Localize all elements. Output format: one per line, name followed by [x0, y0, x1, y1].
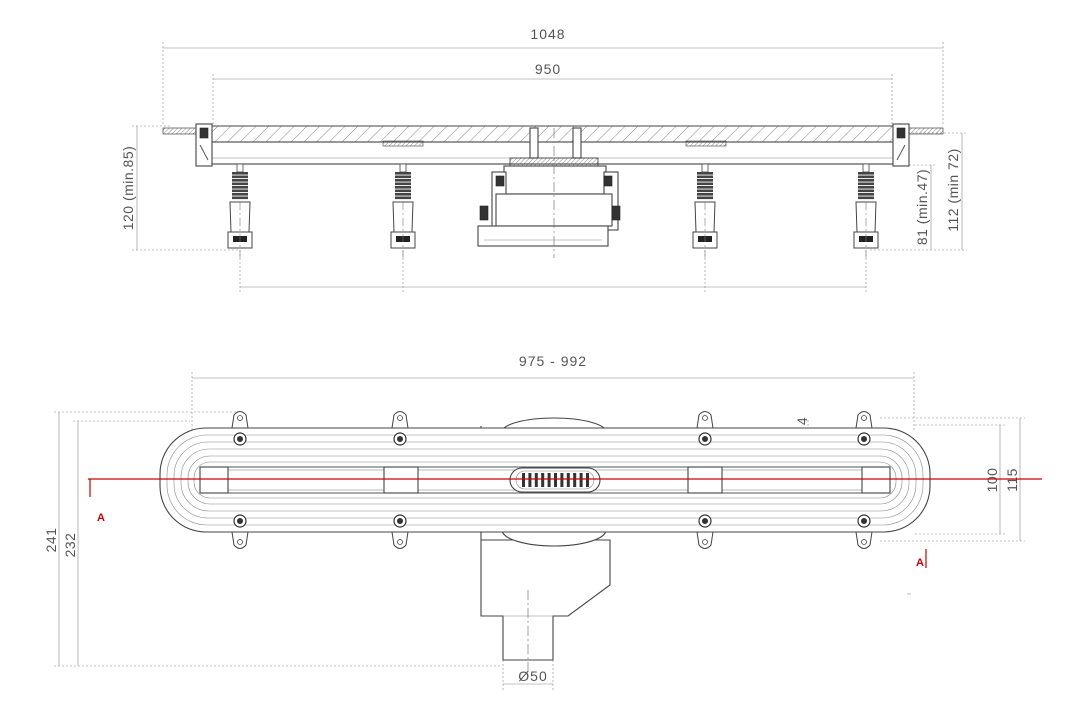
mounting-tabs [231, 411, 873, 549]
mounting-tab [855, 411, 873, 549]
screw-hole [393, 432, 407, 446]
dim-height-left-label: 120 (min.85) [120, 146, 136, 231]
drain-slot [547, 473, 551, 487]
screw-hole [233, 514, 247, 528]
dim-outer-width-label: 115 [1004, 468, 1020, 492]
dimension-outlet-diameter: Ø50 [502, 660, 554, 690]
dim-slot-label: 4 [794, 417, 810, 425]
section-marker-right: A [916, 557, 924, 569]
screw-hole [393, 514, 407, 528]
dim-outlet-diameter-label: Ø50 [518, 668, 547, 684]
screw-hole [698, 432, 712, 446]
dim-height-right-inner-label: 81 (min.47) [914, 169, 930, 245]
dimension-channel-width: 950 [212, 61, 893, 125]
mounting-tab [696, 411, 714, 549]
drain-slot [566, 473, 570, 487]
dim-total-height-inner-label: 232 [62, 533, 78, 558]
dimension-total-height: 241 232 [43, 411, 500, 667]
mounting-tab [231, 411, 249, 549]
drain-slot [534, 473, 538, 487]
dimension-total-width: 1048 [162, 26, 944, 125]
mounting-tab [391, 411, 409, 549]
support-bar-1 [382, 140, 424, 147]
screw-hole [857, 432, 871, 446]
section-line: A A [88, 478, 1042, 569]
adjustable-foot [227, 163, 253, 258]
left-end-cap [195, 123, 213, 167]
clamp-end-left [199, 466, 229, 494]
dim-adjustable-length-label: 975 - 992 [519, 353, 587, 369]
dim-height-right-outer-label: 112 (min 72) [945, 148, 961, 232]
outlet-siphon-side [477, 127, 621, 258]
drain-slot [528, 473, 532, 487]
dim-channel-width-label: 950 [535, 61, 561, 77]
dimension-feet-spacing [239, 250, 867, 292]
support-bar-2 [685, 140, 727, 147]
dimension-width-right: 100 115 [880, 417, 1025, 542]
clamp-end-right [861, 466, 891, 494]
screw-hole [698, 514, 712, 528]
drain-slot [522, 473, 525, 487]
drain-slot [573, 473, 577, 487]
drain-slot [554, 473, 557, 487]
dimension-adjustable-length: 975 - 992 [191, 353, 915, 430]
adjustable-foot [692, 163, 718, 258]
drain-inlet-grid [509, 467, 601, 493]
drain-slot [586, 473, 589, 487]
adjustable-foot [853, 163, 879, 258]
section-marker-left: A [97, 512, 105, 524]
plan-view: 975 - 992 241 232 100 115 4 [43, 353, 1042, 690]
grate-cover [209, 125, 896, 143]
drain-slot [541, 473, 545, 487]
screw-hole [857, 514, 871, 528]
drain-slot [560, 473, 564, 487]
screw-hole [233, 432, 247, 446]
drain-slot [579, 473, 583, 487]
dim-inner-width-label: 100 [984, 468, 1000, 493]
dim-total-height-outer-label: 241 [43, 528, 59, 553]
adjustable-feet [227, 163, 879, 258]
clamp-1 [383, 466, 419, 494]
front-view: 1048 950 120 (min.85) 81 (min.47) 112 (m… [120, 26, 967, 292]
clamp-2 [687, 466, 723, 494]
right-end-cap [892, 123, 910, 167]
adjustable-foot [390, 163, 416, 258]
dim-total-width-label: 1048 [530, 26, 565, 42]
dimension-height-left: 120 (min.85) [120, 125, 240, 251]
screw-holes [233, 432, 871, 528]
